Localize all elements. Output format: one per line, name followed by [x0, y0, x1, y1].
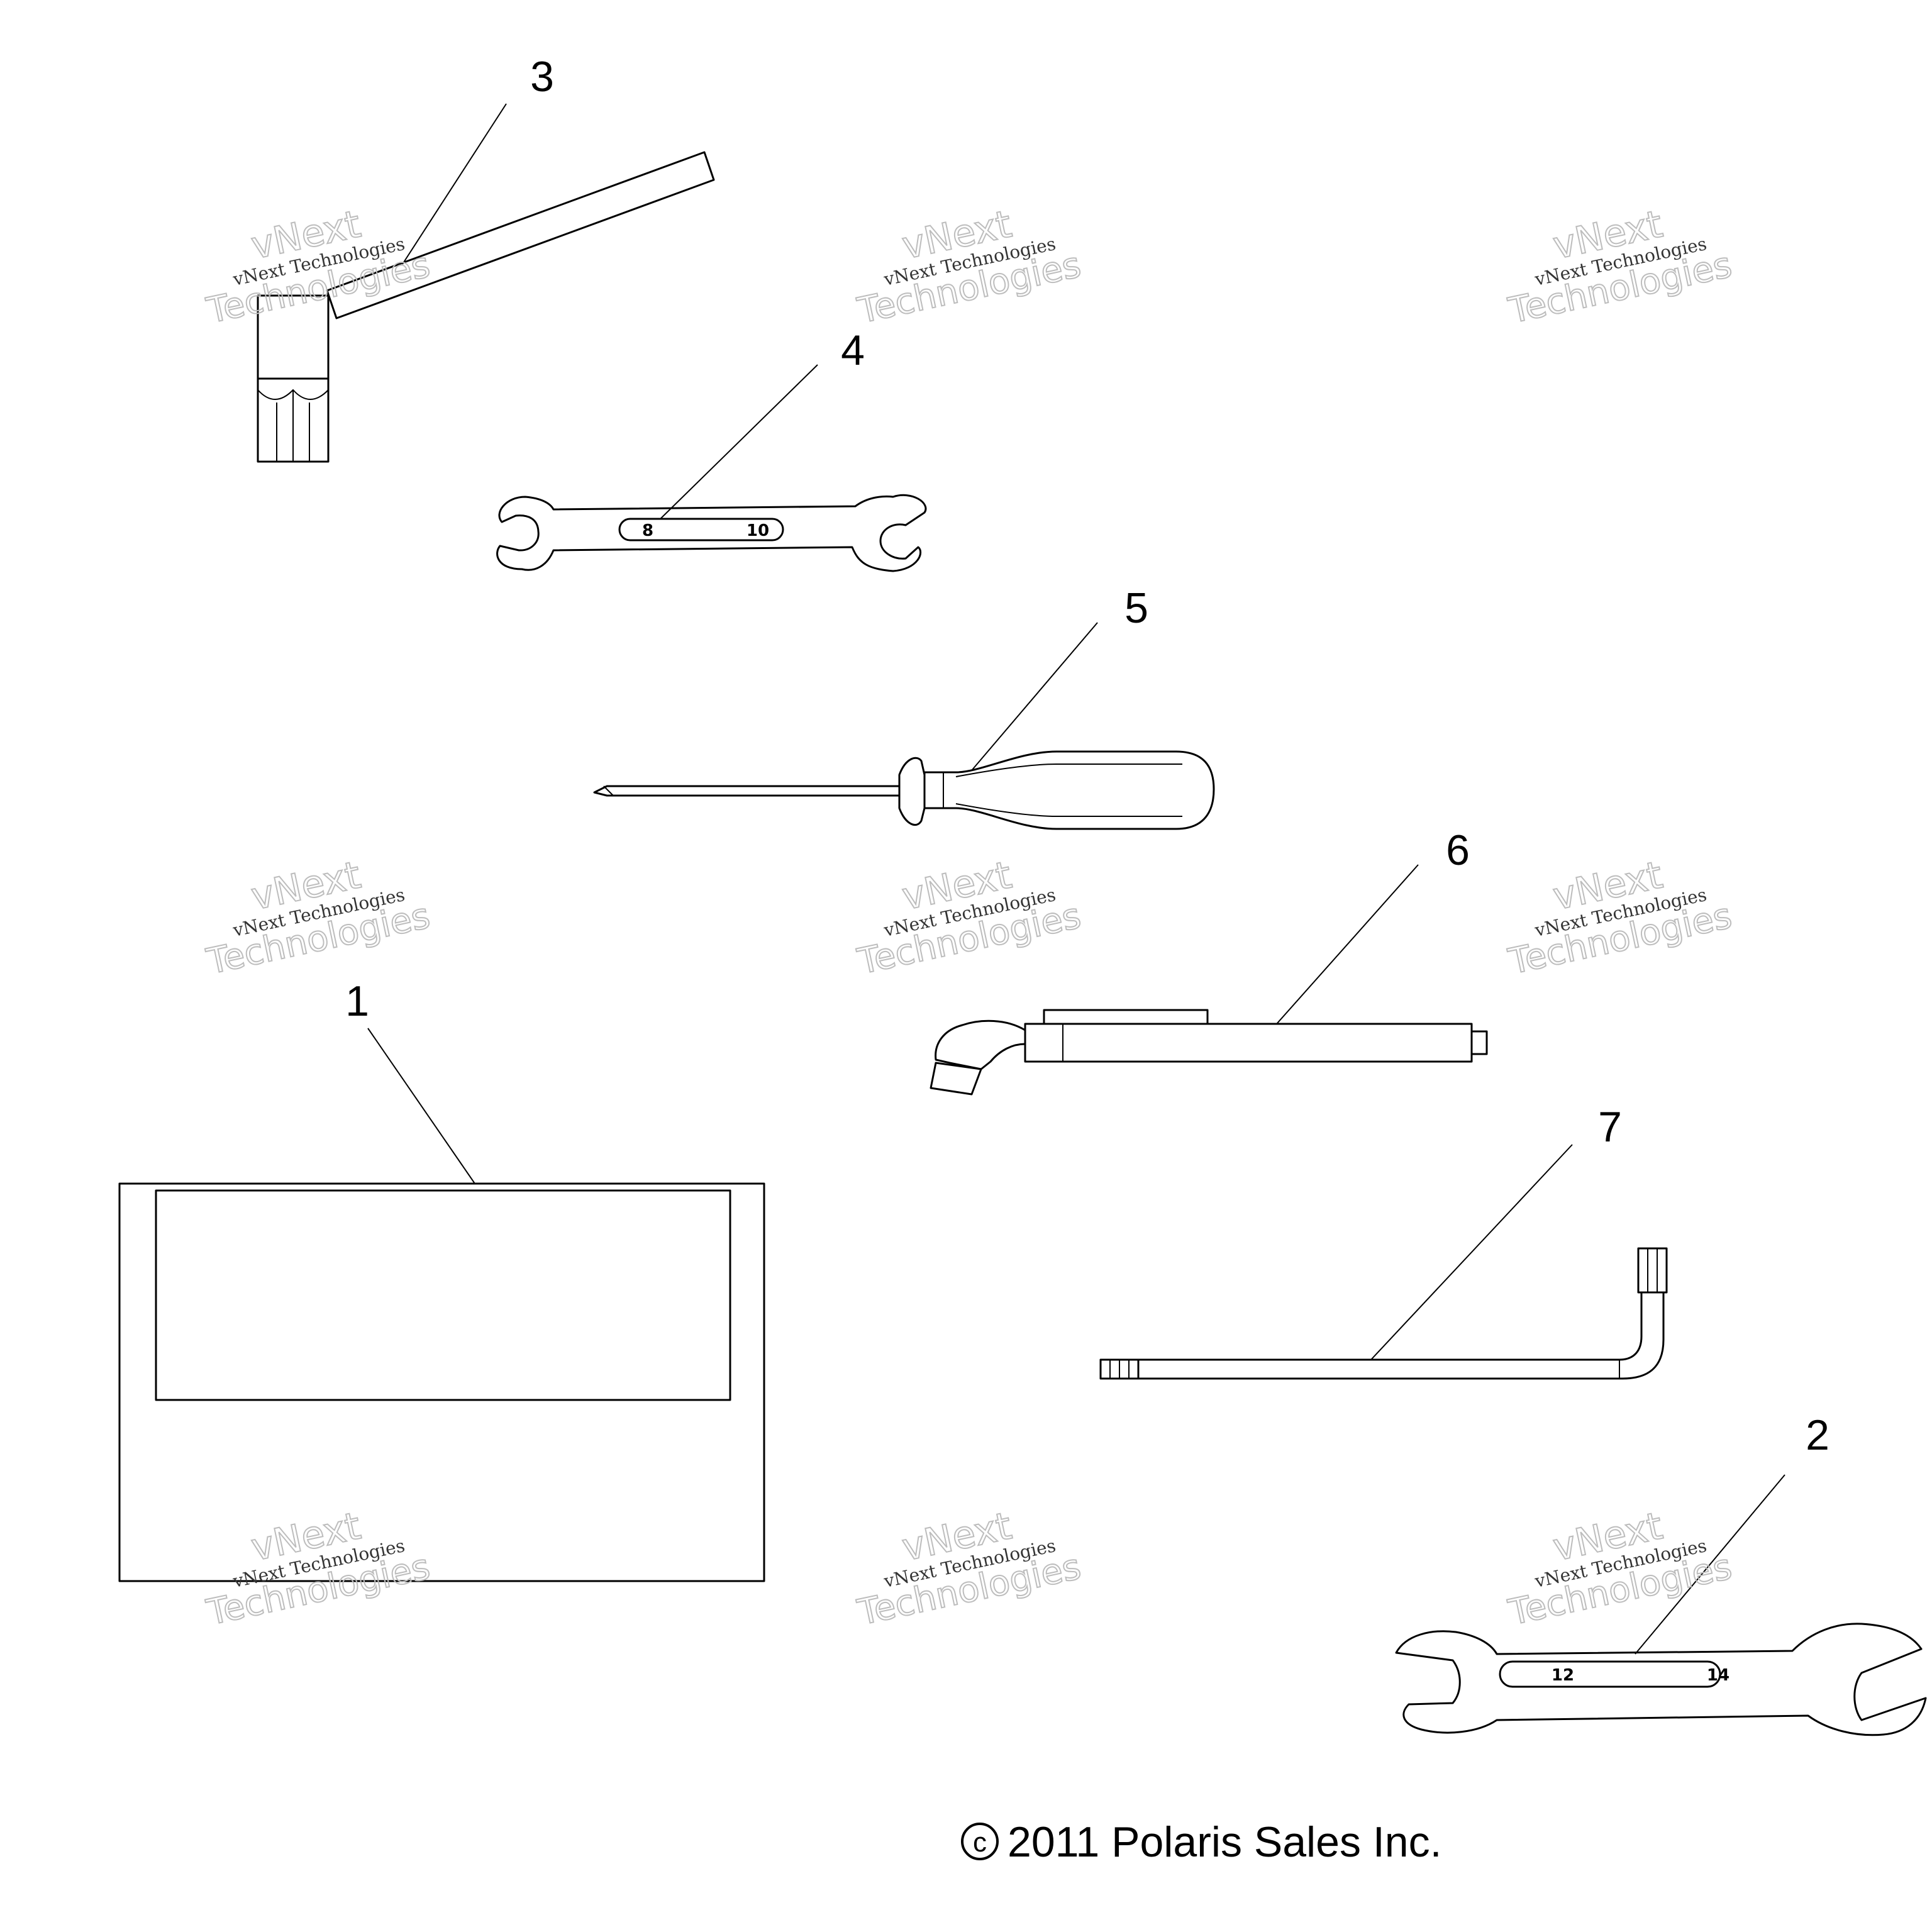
leader-line-3 — [402, 103, 507, 265]
copyright-symbol-circle — [961, 1823, 999, 1860]
copyright-symbol: c — [973, 1827, 987, 1858]
watermark: vNext Technologies vNext Technologies — [853, 1503, 1085, 1634]
spark-plug-socket-wrench — [257, 151, 715, 463]
callout-4: 4 — [841, 326, 865, 374]
watermark: vNext Technologies vNext Technologies — [203, 852, 434, 983]
leader-line-4 — [660, 364, 818, 519]
watermark: vNext Technologies vNext Technologies — [203, 1503, 434, 1634]
open-end-wrench-8-10 — [496, 494, 927, 572]
callout-2: 2 — [1806, 1411, 1829, 1459]
leader-line-5 — [971, 622, 1098, 771]
leader-line-1 — [367, 1028, 475, 1184]
tool-pouch — [118, 1182, 765, 1582]
leader-line-2 — [1635, 1474, 1785, 1655]
watermark: vNext Technologies vNext Technologies — [1504, 1503, 1736, 1634]
callout-1: 1 — [345, 977, 369, 1025]
wrench-size-12: 12 — [1552, 1666, 1574, 1685]
copyright-notice: c 2011 Polaris Sales Inc. — [961, 1818, 1441, 1866]
watermark: vNext Technologies vNext Technologies — [853, 201, 1085, 332]
copyright-text: 2011 Polaris Sales Inc. — [1008, 1818, 1441, 1866]
watermark: vNext Technologies vNext Technologies — [1504, 852, 1736, 983]
wrench-size-8: 8 — [642, 521, 653, 540]
watermark: vNext Technologies vNext Technologies — [203, 201, 434, 332]
callout-3: 3 — [530, 53, 554, 101]
wrench-size-14: 14 — [1707, 1666, 1729, 1685]
wrench-size-10: 10 — [747, 521, 769, 540]
callout-5: 5 — [1124, 584, 1148, 632]
callout-6: 6 — [1446, 826, 1470, 874]
watermark: vNext Technologies vNext Technologies — [853, 852, 1085, 983]
leader-line-6 — [1276, 864, 1419, 1024]
open-end-wrench-12-14 — [1395, 1623, 1927, 1736]
watermark: vNext Technologies vNext Technologies — [1504, 201, 1736, 332]
leader-line-7 — [1370, 1144, 1573, 1360]
hex-l-key — [1099, 1247, 1668, 1380]
screwdriver — [593, 750, 1215, 830]
extension-ratchet-tool — [930, 1009, 1488, 1096]
callout-7: 7 — [1598, 1103, 1622, 1151]
